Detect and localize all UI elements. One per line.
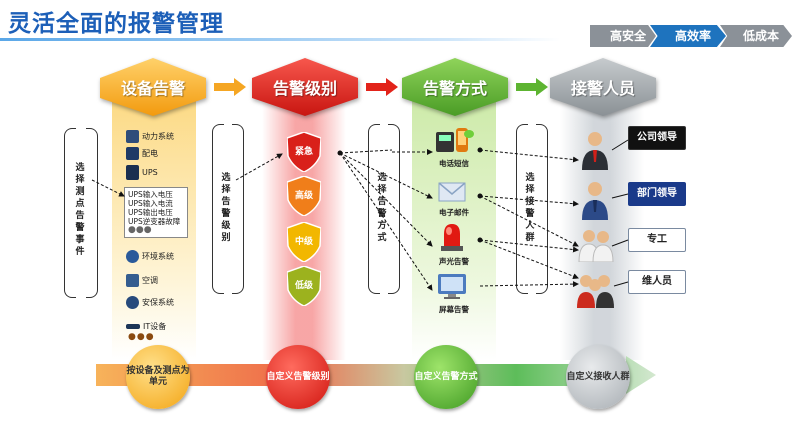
header-receivers-label: 接警人员 [570,79,635,98]
bottom-custom-receivers: 自定义接收人群 [566,345,630,409]
bracket-label-select-level: 选择告警级别 [221,173,231,243]
method-phone-sms: 电话短信 [439,159,469,168]
ups-points-box: UPS输入电压 UPS输入电流 UPS输出电压 UPS逆变器故障 ●●● [124,187,188,238]
bracket-label-select-group: 选择接警人群 [525,173,535,243]
level-urgent: 紧急 [286,131,322,173]
power-system-icon [126,129,139,143]
manager-avatar-icon [582,182,608,220]
bracket-label-select-points: 选择测点告警事件 [75,163,85,257]
device-env: 环境系统 [126,248,174,264]
bracket-label-select-method: 选择告警方式 [377,173,387,243]
header-receivers: 接警人员 [550,58,656,116]
page-title: 灵活全面的报警管理 [8,11,224,37]
ups-point: UPS逆变器故障 [128,217,181,226]
bracket-right [232,124,244,294]
security-icon [126,295,139,309]
it-equipment-icon [126,323,140,329]
bottom-custom-method: 自定义告警方式 [414,345,478,409]
step-low-cost: 低成本 [720,25,792,47]
air-conditioner-icon [126,273,139,287]
title-underline [0,38,560,41]
bracket-right [388,124,400,294]
ups-point: UPS输出电压 [128,208,173,217]
engineers-avatar-icon [578,230,614,262]
bracket-left [64,128,76,298]
device-power: 动力系统 [126,128,174,144]
level-medium: 中级 [286,221,322,263]
device-distribution: 配电 [126,145,158,161]
receiver-company-leader: 公司领导 [628,126,686,150]
method-email: 电子邮件 [439,208,469,217]
device-security: 安保系统 [126,294,174,310]
arrow-right-icon [516,78,548,96]
arrow-right-icon [366,78,398,96]
device-it: IT设备 [126,318,166,334]
environment-icon [126,249,139,263]
device-ac: 空调 [126,272,158,288]
bracket-right [86,128,98,298]
arrow-right-icon [214,78,246,96]
progress-arrow-bar [96,356,656,394]
ups-icon [126,164,139,180]
level-high: 高级 [286,175,322,217]
bracket-right [536,124,548,294]
header-alarm-level-label: 告警级别 [272,79,337,98]
header-device-alarm: 设备告警 [100,58,206,116]
method-screen: 屏幕告警 [439,305,469,314]
bracket-left [368,124,380,294]
header-alarm-method-label: 告警方式 [422,79,487,98]
more-dots-icon: ●●● [128,225,152,235]
device-ups: UPS [126,164,158,180]
header-alarm-method: 告警方式 [402,58,508,116]
screen-icon [438,274,466,299]
method-sound-light: 声光告警 [439,257,469,266]
level-low: 低级 [286,265,322,307]
bracket-left [212,124,224,294]
bracket-left [516,124,528,294]
executive-avatar-icon [582,132,608,170]
step-high-efficiency: 高效率 [650,25,726,47]
maintenance-staff-avatar-icon [577,275,614,308]
header-alarm-level: 告警级别 [252,58,358,116]
header-device-alarm-label: 设备告警 [120,79,185,98]
step-high-security: 高安全 [590,25,656,47]
ups-point: UPS输入电压 [128,190,173,199]
receiver-maintenance: 维人员 [628,270,686,294]
more-dots-icon: ●●● [128,332,155,342]
bottom-device-unit: 按设备及测点为单元 [126,345,190,409]
email-icon [438,182,466,202]
siren-icon [441,224,463,251]
receiver-department-leader: 部门领导 [628,182,686,206]
ups-point: UPS输入电流 [128,199,173,208]
receiver-specialist: 专工 [628,228,686,252]
phone-sms-icon [436,128,474,152]
distribution-icon [126,146,139,160]
bottom-custom-level: 自定义告警级别 [266,345,330,409]
